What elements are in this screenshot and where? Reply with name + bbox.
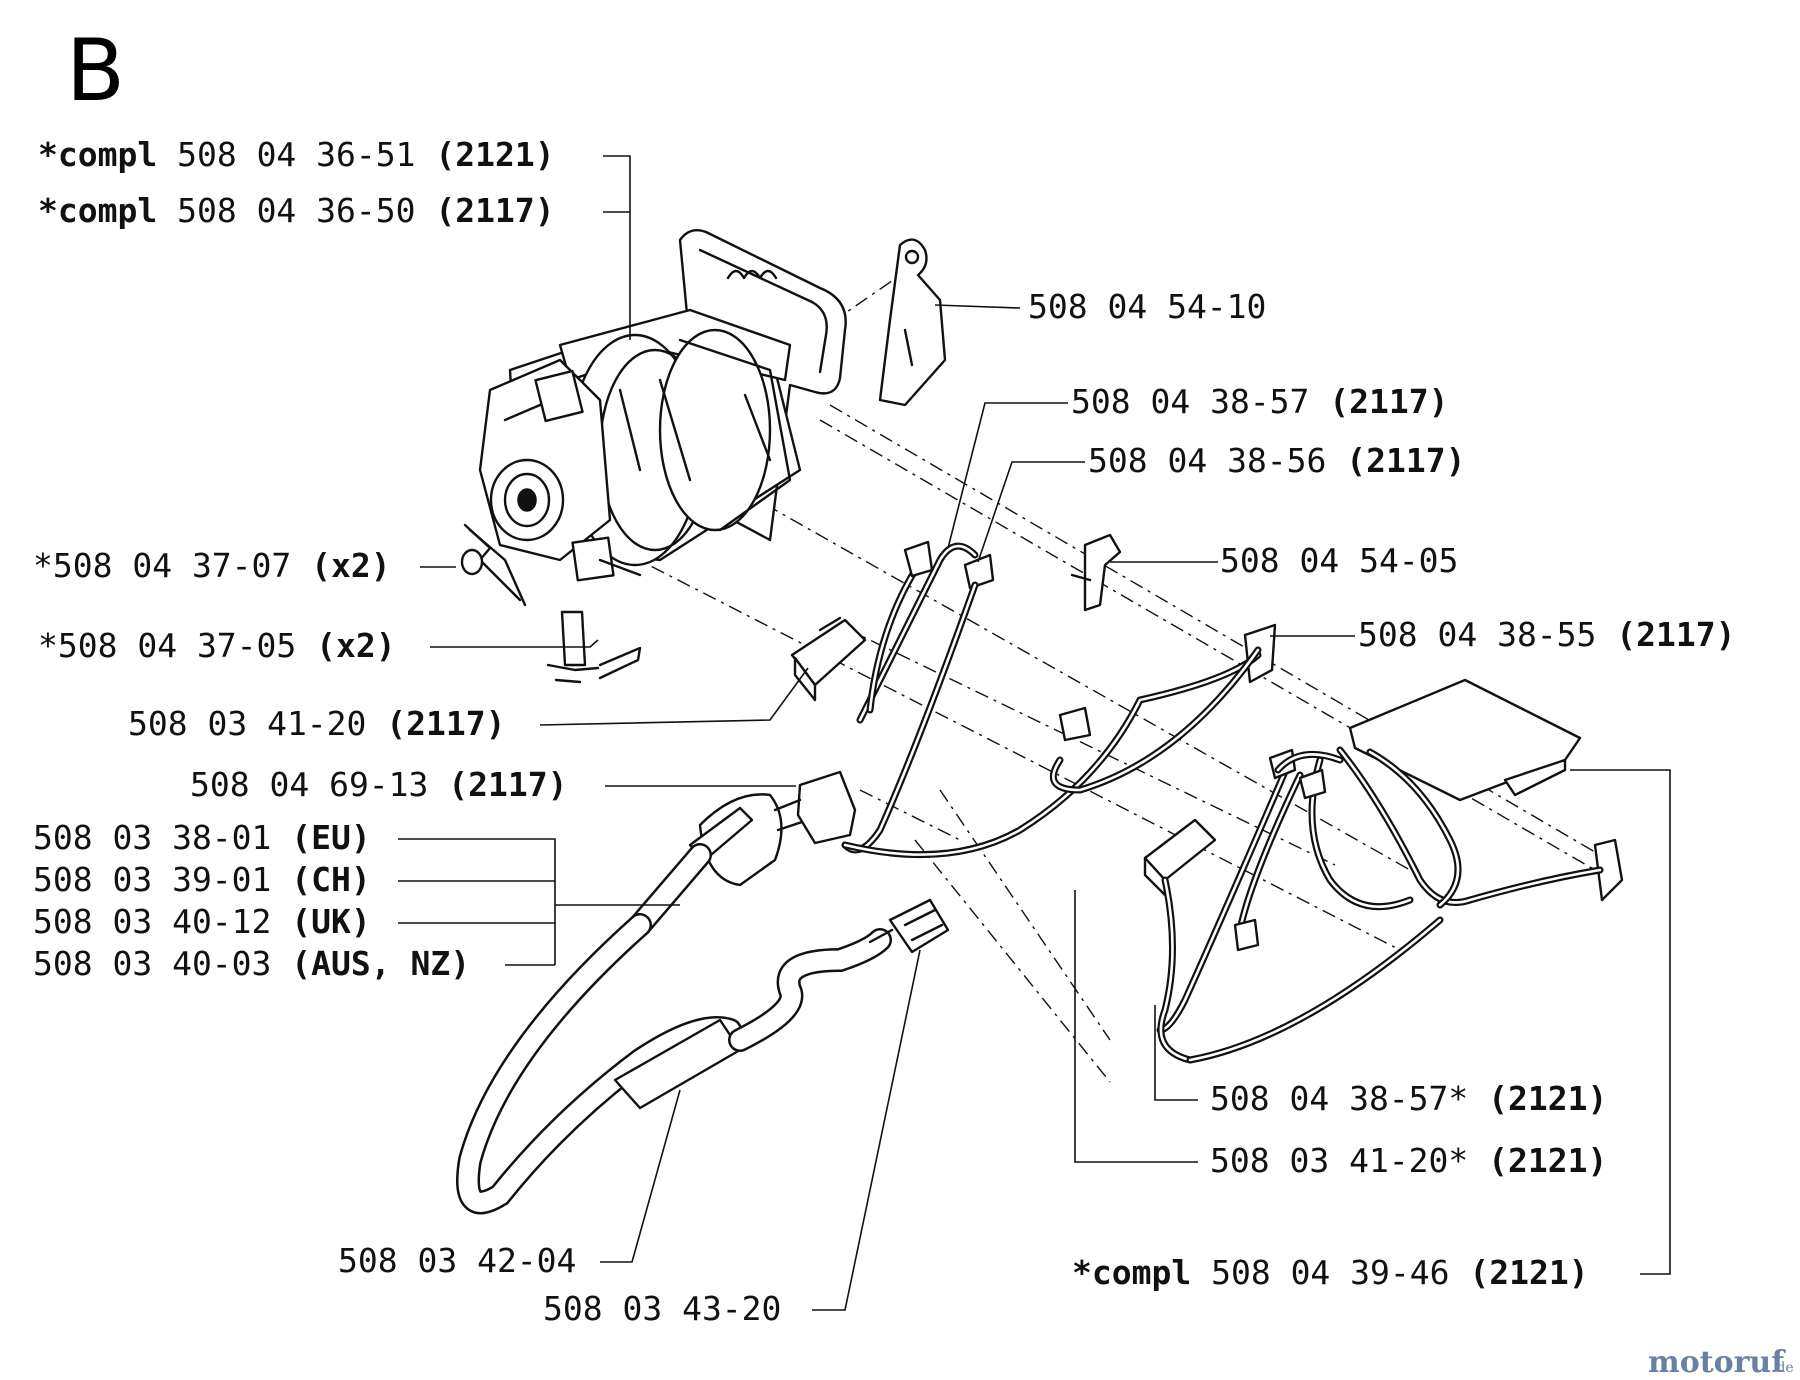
- section-letter: B: [66, 21, 125, 121]
- wire-harnesses: [841, 540, 1604, 1064]
- label-motor-compl-2117: *compl 508 04 36-50 (2117): [38, 191, 555, 230]
- label-cord-uk: 508 03 40-12 (UK): [33, 902, 371, 941]
- label-motor-compl-2121: *compl 508 04 36-51 (2121): [38, 135, 555, 174]
- terminal-part: [1593, 838, 1624, 902]
- callout-labels: *compl 508 04 36-51 (2121) *compl 508 04…: [33, 135, 1736, 1328]
- label-electronics-compl: *compl 508 04 39-46 (2121): [1072, 1253, 1589, 1292]
- label-microswitch-2117: 508 03 41-20 (2117): [128, 704, 506, 743]
- control-box-part: [1348, 678, 1582, 802]
- capacitor-part: [796, 770, 857, 845]
- label-carbon-brush: *508 04 37-05 (x2): [38, 626, 396, 665]
- clip-part: [1070, 533, 1122, 612]
- label-wire-38-56: 508 04 38-56 (2117): [1088, 441, 1466, 480]
- power-cord: [456, 793, 950, 1215]
- label-microswitch-2121: 508 03 41-20* (2121): [1210, 1141, 1607, 1180]
- label-cord-ch: 508 03 39-01 (CH): [33, 860, 371, 899]
- label-wire-38-57-2121: 508 04 38-57* (2121): [1210, 1079, 1607, 1118]
- leader-lines: [398, 155, 1671, 1311]
- motor-assembly: [478, 229, 847, 582]
- bracket-part: [878, 238, 947, 407]
- label-wire-38-55: 508 04 38-55 (2117): [1358, 615, 1736, 654]
- label-brush-spring: *508 04 37-07 (x2): [33, 546, 391, 585]
- label-cable-42-04: 508 03 42-04: [338, 1241, 576, 1280]
- label-bracket: 508 04 54-10: [1028, 287, 1266, 326]
- brush-spring-part: [460, 523, 527, 607]
- microswitch-2117-part: [790, 616, 867, 702]
- label-capacitor: 508 04 69-13 (2117): [190, 765, 568, 804]
- label-wire-38-57: 508 04 38-57 (2117): [1071, 382, 1449, 421]
- watermark-logo: motoruf .de: [1648, 1345, 1794, 1380]
- label-cord-aus: 508 03 40-03 (AUS, NZ): [33, 944, 470, 983]
- watermark-brand: motoruf: [1648, 1345, 1786, 1380]
- microswitch-2121-part: [1143, 818, 1217, 897]
- label-cord-eu: 508 03 38-01 (EU): [33, 818, 371, 857]
- label-connector-43-20: 508 03 43-20: [543, 1289, 781, 1328]
- label-clip-54-05: 508 04 54-05: [1220, 541, 1458, 580]
- watermark-suffix: .de: [1772, 1360, 1794, 1376]
